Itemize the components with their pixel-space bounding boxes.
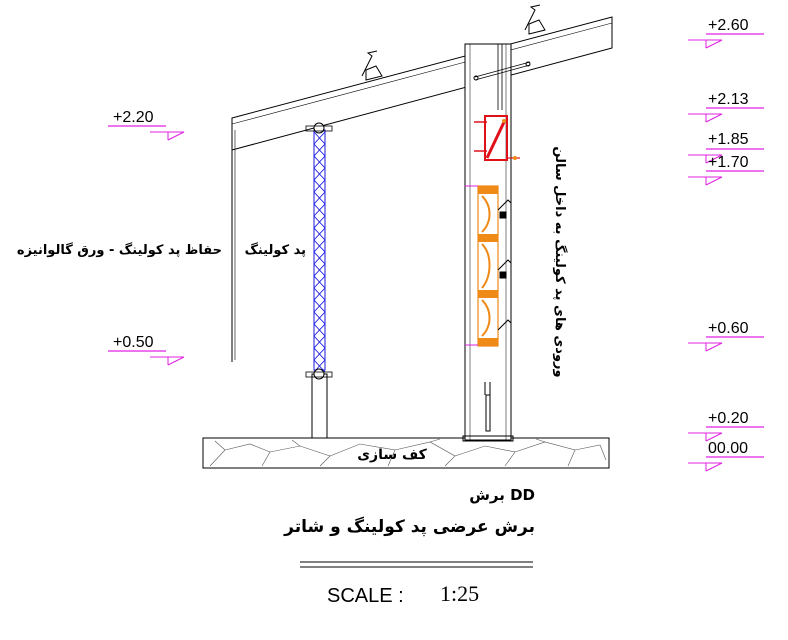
- section-subtitle: برش عرضی پد کولینگ و شاتر: [283, 516, 535, 537]
- pad-label: پد کولینگ: [245, 242, 306, 258]
- level-label: +0.20: [708, 410, 749, 427]
- scale-value: 1:25: [440, 581, 479, 606]
- level-label: +2.13: [708, 91, 749, 108]
- level-marker: +0.50: [108, 334, 185, 366]
- guard-label: حفاظ پد کولینگ - ورق گالوانیزه: [17, 242, 222, 258]
- section-title: برش DD: [469, 486, 535, 504]
- level-marker: +0.60: [688, 320, 764, 352]
- level-label: +1.70: [708, 154, 749, 171]
- level-markers-left: +2.20 +0.50: [108, 109, 185, 366]
- level-label: +0.50: [113, 334, 154, 351]
- level-label: +0.60: [708, 320, 749, 337]
- floor-label: کف سازی: [357, 447, 427, 463]
- level-marker: 00.00: [688, 440, 764, 472]
- cooling-pad: [465, 185, 512, 347]
- floor-slab: [202, 437, 610, 469]
- level-label: 00.00: [708, 440, 748, 457]
- shutter: [474, 115, 520, 161]
- level-marker: +2.20: [108, 109, 185, 141]
- level-label: +2.20: [113, 109, 154, 126]
- inlets-label: ورودی های پد کولینگ به داخل سالن: [552, 146, 568, 377]
- level-marker: +2.60: [688, 17, 764, 49]
- level-marker: +1.70: [688, 154, 764, 186]
- level-label: +1.85: [708, 131, 749, 148]
- truss-column: [305, 122, 333, 439]
- scale-label: SCALE :: [327, 585, 404, 607]
- roof-beam: [231, 16, 613, 151]
- level-markers-right: +2.60 +2.13 +1.85 +1.70 +0.60 +0.20: [688, 17, 764, 472]
- guard-sheet: [231, 118, 236, 362]
- roof-clip: [361, 4, 546, 81]
- level-label: +2.60: [708, 17, 749, 34]
- level-marker: +2.13: [688, 91, 764, 123]
- level-marker: +1.85: [688, 131, 764, 164]
- level-marker: +0.20: [688, 410, 764, 442]
- title-rule: [300, 561, 533, 568]
